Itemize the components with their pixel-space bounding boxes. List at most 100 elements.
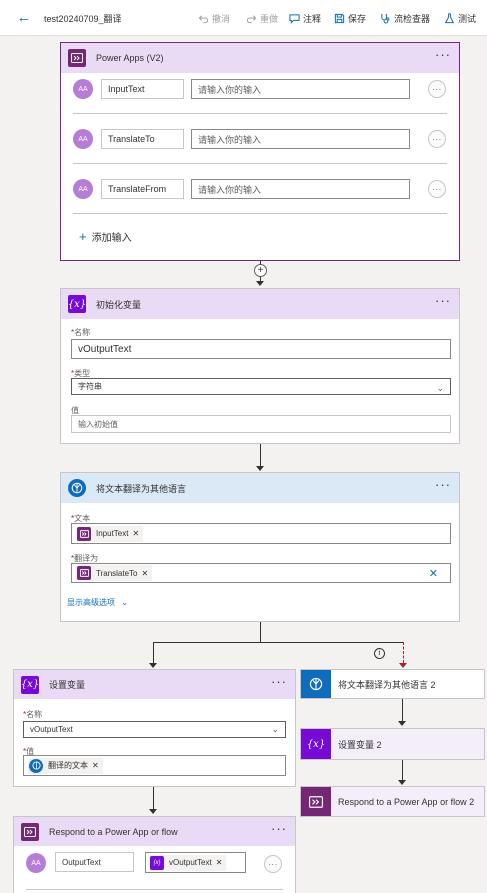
initial-value-field[interactable]: 输入初始值	[71, 415, 451, 433]
translator-icon	[29, 758, 43, 773]
token-label: 翻译的文本	[48, 761, 88, 770]
power-apps-card-header[interactable]: Power Apps (V2) ···	[61, 43, 459, 73]
save-button[interactable]: 保存	[334, 10, 366, 26]
power-apps-icon	[301, 787, 331, 816]
more-options-icon[interactable]: ···	[271, 821, 287, 836]
row-divider	[73, 113, 447, 114]
insert-step-icon[interactable]: +	[254, 264, 267, 277]
avatar: AA	[73, 79, 93, 99]
variable-type-select[interactable]: 字符串 ⌄	[71, 378, 451, 395]
stethoscope-icon	[381, 13, 390, 24]
arrow-head-icon	[398, 721, 406, 726]
translate-text-card[interactable]: 将文本翻译为其他语言 ··· *文本 InputText ✕ *翻译为 Tran…	[60, 472, 460, 622]
translate-card-header[interactable]: 将文本翻译为其他语言 ···	[61, 473, 459, 503]
value-label: *值	[23, 747, 35, 756]
arrow-head-icon	[149, 663, 157, 668]
comment-button[interactable]: 注释	[289, 10, 321, 26]
dynamic-content-token[interactable]: InputText ✕	[76, 525, 144, 542]
flow-title: test20240709_翻译	[44, 14, 122, 24]
remove-token-icon[interactable]: ✕	[132, 529, 140, 538]
row-more-button[interactable]: ···	[428, 180, 446, 198]
more-options-icon[interactable]: ···	[435, 47, 451, 62]
row-more-button[interactable]: ···	[264, 855, 282, 873]
power-apps-icon	[21, 822, 39, 841]
arrow-head-icon	[256, 281, 264, 286]
token-label: InputText	[96, 529, 129, 538]
value-field[interactable]: 翻译的文本 ✕	[23, 755, 286, 776]
respond-card[interactable]: Respond to a Power App or flow ··· AA Ou…	[13, 816, 296, 893]
test-button[interactable]: 测试	[444, 10, 476, 26]
back-arrow-icon[interactable]: ←	[16, 9, 32, 26]
input-description-field[interactable]: 请输入你的输入	[191, 79, 410, 99]
connector-line	[153, 642, 403, 643]
dynamic-content-token[interactable]: 翻译的文本 ✕	[28, 757, 103, 774]
test-label: 测试	[458, 13, 477, 24]
variable-name-select[interactable]: vOutputText ⌄	[23, 721, 286, 738]
output-value-field[interactable]: {x} vOutputText ✕	[145, 852, 246, 873]
output-name-field[interactable]: OutputText	[55, 852, 134, 872]
top-toolbar: ← test20240709_翻译 撤消 重做 注释 保存 流检查器 测试	[0, 0, 487, 36]
clear-icon[interactable]: ✕	[428, 568, 438, 580]
power-apps-icon	[77, 526, 91, 541]
input-name-field[interactable]: TranslateFrom	[101, 179, 184, 199]
input-name-field[interactable]: TranslateTo	[101, 129, 184, 149]
dynamic-content-token[interactable]: {x} vOutputText ✕	[149, 854, 227, 871]
redo-button[interactable]: 重做	[246, 10, 278, 26]
more-options-icon[interactable]: ···	[271, 674, 287, 689]
input-description-field[interactable]: 请输入你的输入	[191, 129, 410, 149]
arrow-head-icon	[398, 780, 406, 785]
type-label: *类型	[71, 369, 91, 378]
set-variable-2-card[interactable]: {x} 设置变量 2	[300, 728, 485, 760]
arrow-head-icon	[256, 466, 264, 471]
set-var-2-title: 设置变量 2	[338, 739, 382, 750]
save-icon	[334, 13, 345, 23]
more-options-icon[interactable]: ···	[435, 293, 451, 308]
init-var-card-header[interactable]: {x} 初始化变量 ···	[61, 289, 459, 319]
initialize-variable-card[interactable]: {x} 初始化变量 ··· *名称 vOutputText *类型 字符串 ⌄ …	[60, 288, 460, 444]
dynamic-content-token[interactable]: TranslateTo ✕	[76, 565, 153, 581]
plus-icon: +	[79, 228, 87, 244]
translator-icon	[301, 670, 331, 698]
variable-icon: {x}	[68, 295, 86, 313]
avatar: AA	[26, 853, 46, 873]
redo-label: 重做	[260, 13, 279, 24]
undo-icon	[198, 14, 209, 23]
respond-card-header[interactable]: Respond to a Power App or flow ···	[14, 817, 295, 846]
type-value: 字符串	[78, 382, 102, 391]
info-icon[interactable]: i	[374, 648, 385, 659]
flow-checker-button[interactable]: 流检查器	[380, 10, 430, 26]
text-field[interactable]: InputText ✕	[71, 523, 451, 544]
power-apps-card-title: Power Apps (V2)	[96, 53, 164, 63]
respond-2-title: Respond to a Power App or flow 2	[338, 796, 475, 807]
comment-label: 注释	[303, 13, 322, 24]
remove-token-icon[interactable]: ✕	[92, 761, 99, 770]
name-value: vOutputText	[30, 725, 73, 734]
set-variable-card[interactable]: {x} 设置变量 ··· *名称 vOutputText ⌄ *值 翻译的文本 …	[13, 669, 296, 787]
remove-token-icon[interactable]: ✕	[215, 858, 223, 867]
power-apps-trigger-card[interactable]: Power Apps (V2) ··· AA InputText 请输入你的输入…	[60, 42, 460, 261]
translate-to-label: *翻译为	[71, 554, 99, 563]
set-var-card-header[interactable]: {x} 设置变量 ···	[14, 670, 295, 699]
error-branch-line	[403, 642, 404, 663]
flask-icon	[444, 12, 455, 23]
more-options-icon[interactable]: ···	[435, 477, 451, 492]
name-label: *名称	[23, 710, 43, 719]
input-description-field[interactable]: 请输入你的输入	[191, 179, 410, 199]
translate-title: 将文本翻译为其他语言	[96, 483, 187, 494]
translate-2-title: 将文本翻译为其他语言 2	[338, 679, 436, 690]
row-more-button[interactable]: ···	[428, 130, 446, 148]
connector-line	[402, 760, 403, 780]
add-input-button[interactable]: + 添加输入	[79, 228, 132, 245]
translate-text-2-card[interactable]: 将文本翻译为其他语言 2	[300, 669, 485, 699]
remove-token-icon[interactable]: ✕	[141, 568, 149, 578]
respond-2-card[interactable]: Respond to a Power App or flow 2	[300, 786, 485, 817]
variable-name-field[interactable]: vOutputText	[71, 339, 451, 359]
row-more-button[interactable]: ···	[428, 80, 446, 98]
show-advanced-options-link[interactable]: 显示高级选项 ⌄	[67, 598, 128, 607]
arrow-head-icon	[399, 663, 407, 668]
text-label: *文本	[71, 514, 91, 523]
translate-to-field[interactable]: TranslateTo ✕ ✕	[71, 563, 451, 583]
input-name-field[interactable]: InputText	[101, 79, 184, 99]
undo-button[interactable]: 撤消	[198, 10, 230, 26]
power-apps-icon	[68, 49, 86, 67]
